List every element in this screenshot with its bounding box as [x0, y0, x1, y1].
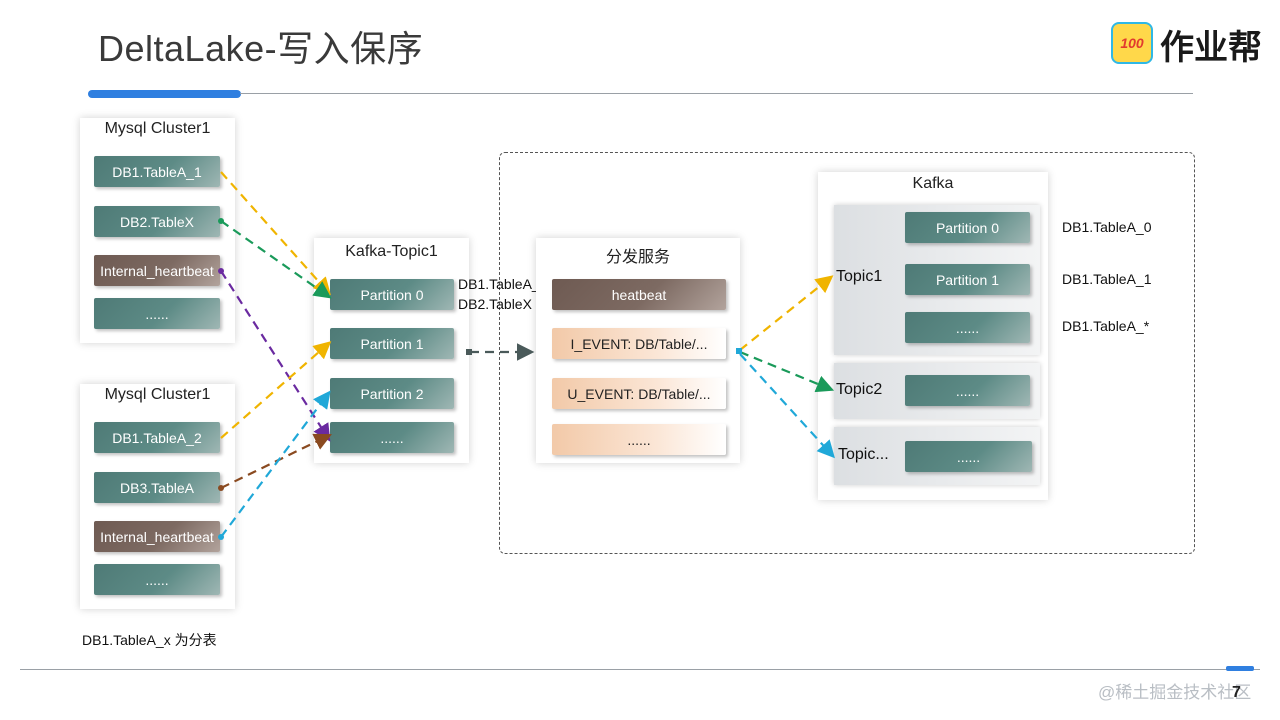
kafka-topic1-partition-0: Partition 0 [905, 212, 1030, 243]
dispatch-service-panel: 分发服务 heatbeat I_EVENT: DB/Table/... U_EV… [536, 238, 740, 463]
kafka-topic1-partition-1: Partition 1 [905, 264, 1030, 295]
page-number: 7 [1232, 684, 1241, 701]
cluster2-item-3: Internal_heartbeat [94, 521, 220, 552]
dispatch-frame [499, 152, 1195, 554]
arrow-c2-heartbeat-to-p2 [220, 390, 331, 538]
c2-tablea-dot [218, 485, 224, 491]
footer-divider [20, 669, 1260, 670]
kafka-topic1-panel: Kafka-Topic1 Partition 0 Partition 1 Par… [314, 238, 469, 463]
c2-heartbeat-dot [218, 534, 224, 540]
topic-more-label: Topic... [838, 446, 889, 463]
kafka-topic-more-partition: ...... [905, 441, 1032, 472]
arrow-c1-tablex-to-p0 [220, 220, 332, 299]
arrow-dispatch-to-topic2 [739, 350, 835, 393]
dispatch-more: ...... [552, 424, 726, 455]
kafka-annotation-3: DB1.TableA_* [1062, 318, 1150, 334]
partition0-annotation-2: DB2.TableX [458, 296, 532, 312]
cluster1-item-2: DB2.TableX [94, 206, 220, 237]
topic1-partition-2: Partition 2 [330, 378, 454, 409]
topic1-label: Topic1 [836, 268, 883, 285]
cluster1-item-4: ...... [94, 298, 220, 329]
arrow-c2-tablea2-to-p1 [220, 341, 332, 439]
topic1-partition-0: Partition 0 [330, 279, 454, 310]
title-divider [240, 93, 1193, 94]
cluster2-item-1: DB1.TableA_2 [94, 422, 220, 453]
title-accent-bar [88, 90, 241, 98]
logo-icon: 100 [1111, 22, 1153, 64]
footer-accent-tab [1226, 666, 1254, 671]
arrow-c1-heartbeat-to-more [220, 270, 331, 442]
kafka-title: Kafka [912, 175, 954, 192]
c1-heartbeat-dot [218, 268, 224, 274]
partition0-annotation-1: DB1.TableA_0 [458, 276, 548, 292]
topic2-label: Topic2 [836, 381, 883, 398]
dispatch-heartbeat: heatbeat [552, 279, 726, 310]
topic1-partition-1: Partition 1 [330, 328, 454, 359]
c1-tablex-dot [218, 218, 224, 224]
kafka-topic2-partition: ...... [905, 375, 1030, 406]
cluster-title: Mysql Cluster1 [104, 120, 211, 137]
kafka-topic1-partition-more: ...... [905, 312, 1030, 343]
cluster-title: Mysql Cluster1 [104, 386, 211, 403]
kafka-annotation-2: DB1.TableA_1 [1062, 271, 1152, 287]
cluster1-item-1: DB1.TableA_1 [94, 156, 220, 187]
arrow-dispatch-to-topic-more [739, 353, 835, 459]
logo-text: 作业帮 [1160, 29, 1262, 67]
mysql-cluster-1: Mysql Cluster1 DB1.TableA_1 DB2.TableX I… [80, 118, 235, 343]
dispatch-title: 分发服务 [605, 249, 670, 266]
arrow-c2-tablea-to-more [220, 433, 332, 489]
page-title: DeltaLake-写入保序 [98, 28, 424, 69]
arrow-dispatch-to-topic1 [739, 275, 834, 351]
dispatch-connector-dot [466, 349, 472, 355]
cluster2-item-4: ...... [94, 564, 220, 595]
dispatch-insert-event: I_EVENT: DB/Table/... [552, 328, 726, 359]
topic1-partition-more: ...... [330, 422, 454, 453]
cluster2-item-2: DB3.TableA [94, 472, 220, 503]
dispatch-update-event: U_EVENT: DB/Table/... [552, 378, 726, 409]
kafka-topic1-title: Kafka-Topic1 [345, 243, 438, 260]
mysql-cluster-2: Mysql Cluster1 DB1.TableA_2 DB3.TableA I… [80, 384, 235, 609]
arrow-c1-tablea1-to-p0 [220, 171, 331, 296]
cluster1-item-3: Internal_heartbeat [94, 255, 220, 286]
kafka-connector-dot [736, 348, 742, 354]
watermark: @稀土掘金技术社区 [1098, 683, 1252, 702]
sharding-note: DB1.TableA_x 为分表 [82, 632, 217, 648]
kafka-annotation-1: DB1.TableA_0 [1062, 219, 1152, 235]
